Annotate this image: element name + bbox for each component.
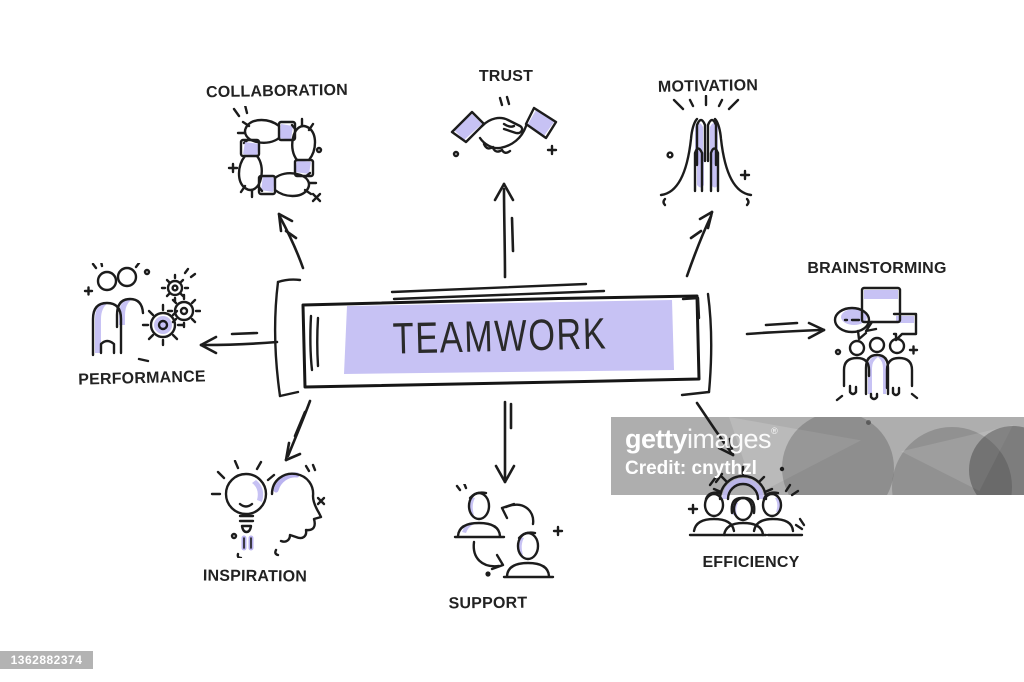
- arrow-to-collaboration: [277, 212, 305, 270]
- arrow-to-inspiration: [284, 399, 312, 462]
- lightbulb-head-icon: [210, 460, 326, 558]
- people-gears-icon: [83, 263, 201, 363]
- label-efficiency: EFFICIENCY: [702, 554, 800, 571]
- arrow-to-brainstorming: [745, 321, 826, 340]
- four-hands-icon: [227, 106, 323, 203]
- brainstorming-node: [830, 282, 924, 402]
- center-box-sketch: [274, 278, 713, 398]
- arrow-to-support: [494, 400, 516, 484]
- highlight-band: [344, 300, 674, 374]
- label-collaboration: COLLABORATION: [205, 81, 349, 102]
- arrow-to-trust: [493, 182, 515, 279]
- label-inspiration: INSPIRATION: [202, 567, 308, 586]
- image-id-badge: 1362882374: [0, 651, 93, 669]
- watermark-circle-shape: [782, 417, 894, 495]
- handshake-icon: [450, 95, 558, 158]
- collaboration-node: [225, 106, 329, 210]
- performance-node: [83, 263, 201, 365]
- raised-hands-icon: [659, 95, 753, 207]
- label-support: SUPPORT: [448, 594, 528, 613]
- trust-node: [448, 94, 562, 180]
- support-node: [448, 484, 566, 590]
- label-trust: TRUST: [478, 68, 534, 85]
- people-speech-bubbles-icon: [833, 286, 919, 402]
- watermark-dot: [866, 420, 871, 425]
- getty-watermark-band: [611, 417, 1024, 495]
- arrow-to-motivation: [685, 210, 714, 278]
- label-brainstorming: BRAINSTORMING: [807, 260, 947, 277]
- team-gear-icon: [687, 465, 806, 537]
- efficiency-node: [686, 461, 808, 549]
- people-exchange-arrows-icon: [453, 484, 564, 579]
- center-title: TEAMWORK: [392, 309, 608, 364]
- motivation-node: [655, 95, 757, 209]
- label-performance: PERFORMANCE: [78, 368, 206, 389]
- inspiration-node: [210, 460, 328, 558]
